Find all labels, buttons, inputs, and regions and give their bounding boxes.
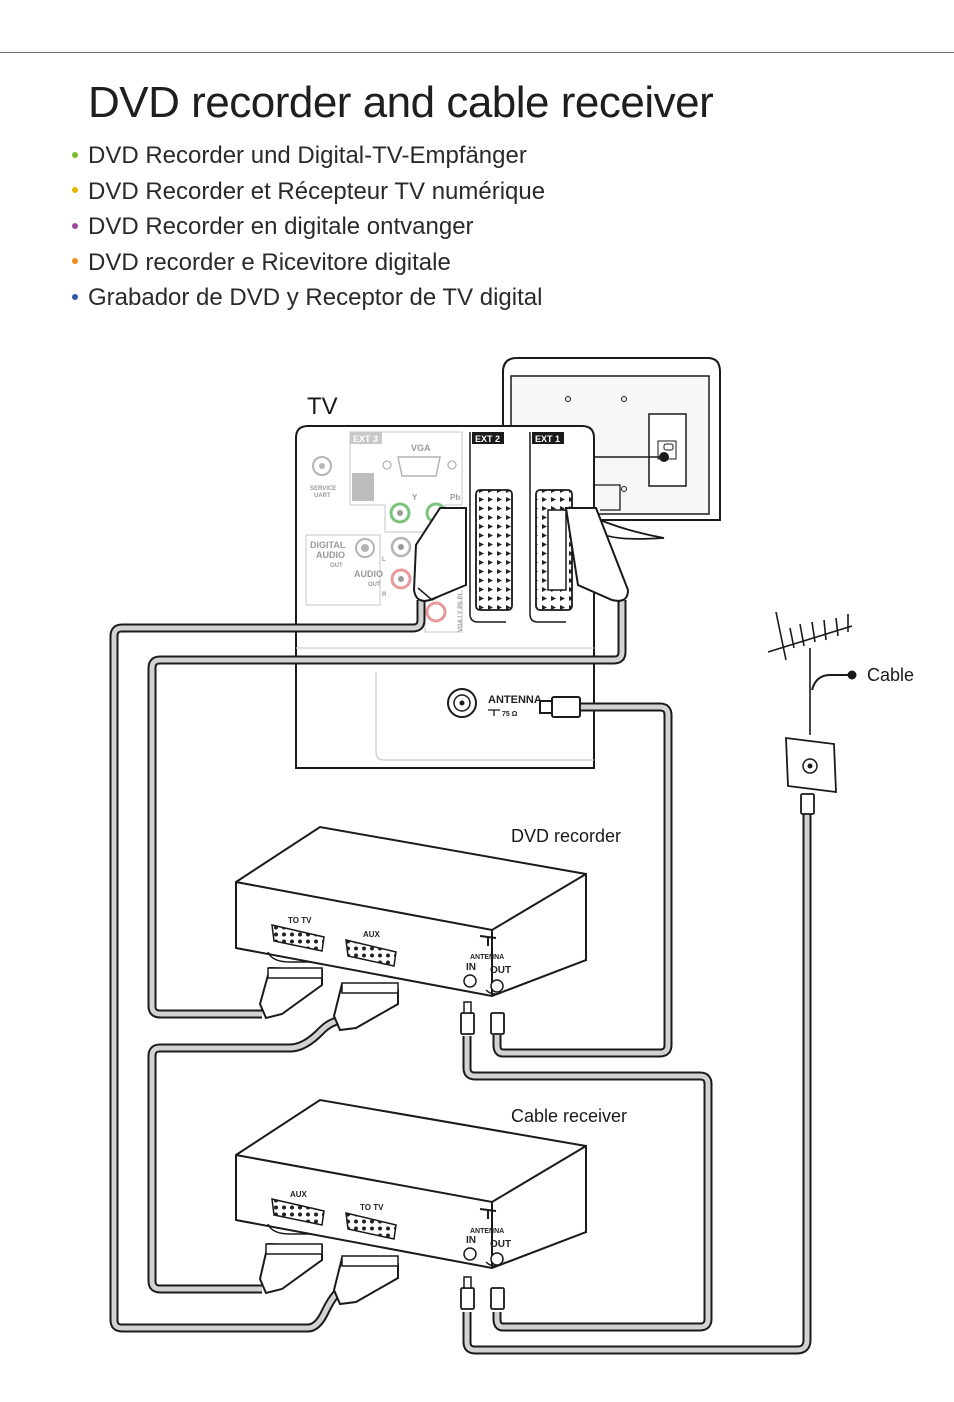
tv-connector-panel: EXT 3 VGA SERVICE UART Y Pb DIGITAL AUDI… <box>295 425 595 769</box>
dvd-recorder: TO TV AUX ANTENNA IN OUT <box>235 825 587 998</box>
cable-pointer-dot <box>847 670 857 680</box>
wall-socket-icon <box>785 736 837 815</box>
dvd-aux-label: AUX <box>363 930 381 939</box>
receiver-antenna-out-port <box>490 1252 504 1266</box>
dvd-aux-scart <box>345 939 397 967</box>
bullet-de: DVD Recorder und Digital-TV-Empfänger <box>72 138 545 174</box>
bullet-dot <box>72 258 78 265</box>
language-list: DVD Recorder und Digital-TV-Empfänger DV… <box>72 138 545 316</box>
service-label: SERVICE <box>310 486 336 492</box>
ext2-tag <box>472 432 504 444</box>
bullet-fr: DVD Recorder et Récepteur TV numérique <box>72 174 545 210</box>
vga-label: VGA <box>411 443 431 453</box>
bullet-it: DVD recorder e Ricevitore digitale <box>72 245 545 281</box>
receiver-antenna-in-port <box>463 1247 477 1261</box>
dvd-antenna-label: ANTENNA <box>470 954 504 961</box>
uart-label: UART <box>314 493 331 499</box>
audio-badge-icon <box>352 473 374 501</box>
receiver-antenna-icon <box>479 1208 497 1219</box>
antenna-mast-icon <box>767 611 853 735</box>
cable-receiver: AUX TO TV ANTENNA IN OUT <box>235 1098 587 1270</box>
dvd-totv-scart <box>271 924 325 952</box>
digital-audio-label: AUDIO <box>316 550 345 560</box>
page-title: DVD recorder and cable receiver <box>88 78 714 127</box>
cable-receiver-label: Cable receiver <box>511 1106 627 1126</box>
y-label: Y <box>412 493 418 502</box>
cables <box>109 600 812 1355</box>
ext1-tag <box>532 432 564 444</box>
ext2-label: EXT 2 <box>475 434 500 444</box>
receiver-aux-scart <box>271 1198 325 1226</box>
receiver-totv-scart <box>345 1212 397 1240</box>
digital-out-label: OUT <box>330 563 343 569</box>
bullet-text: DVD Recorder en digitale ontvanger <box>88 213 474 240</box>
bullet-dot <box>72 222 78 229</box>
bullet-dot <box>72 293 78 300</box>
audio-out-label: AUDIO <box>354 569 383 579</box>
bullet-text: DVD Recorder et Récepteur TV numérique <box>88 177 546 205</box>
r-label: R <box>382 592 387 598</box>
receiver-plugs <box>258 1242 505 1310</box>
dvd-recorder-label: DVD recorder <box>511 826 621 846</box>
ext1-scart-plug <box>564 507 630 602</box>
digital-label: DIGITAL <box>310 540 346 550</box>
dvd-out-label: OUT <box>490 965 511 976</box>
receiver-in-label: IN <box>466 1235 476 1246</box>
dvd-antenna-icon <box>479 935 497 946</box>
ext2-scart-plug <box>412 507 467 602</box>
bullet-es: Grabador de DVD y Receptor de TV digital <box>72 280 545 316</box>
ext1-label: EXT 1 <box>535 434 560 444</box>
dvd-totv-label: TO TV <box>288 916 312 925</box>
receiver-out-label: OUT <box>490 1239 511 1250</box>
audio-out-sub-label: OUT <box>368 582 381 588</box>
dvd-antenna-in-port <box>463 974 477 988</box>
bullet-dot <box>72 187 78 194</box>
pb-label: Pb <box>450 493 460 502</box>
bullet-text: DVD Recorder und Digital-TV-Empfänger <box>88 142 527 169</box>
dvd-antenna-out-port <box>490 979 504 993</box>
receiver-totv-label: TO TV <box>360 1203 384 1212</box>
pr-port <box>425 601 447 623</box>
dvd-in-label: IN <box>466 962 476 973</box>
bullet-text: Grabador de DVD y Receptor de TV digital <box>88 284 543 311</box>
bullet-text: DVD recorder e Ricevitore digitale <box>88 248 451 276</box>
ext2-scart-socket <box>475 489 513 611</box>
receiver-antenna-label: ANTENNA <box>470 1228 504 1235</box>
bullet-nl: DVD Recorder en digitale ontvanger <box>72 209 545 245</box>
vga-port <box>397 456 441 477</box>
vga-side-label: VGA / Y Pb Pr <box>458 592 464 632</box>
dvd-plugs <box>258 966 505 1035</box>
tv-label: TV <box>307 393 338 420</box>
l-label: L <box>382 557 386 563</box>
ext3-label: EXT 3 <box>353 434 378 444</box>
tv-antenna-plug <box>539 696 581 718</box>
receiver-aux-label: AUX <box>290 1190 308 1199</box>
top-rule <box>0 52 954 53</box>
cable-label: Cable <box>867 665 914 685</box>
tv-ohm-label: 75 Ω <box>502 711 518 718</box>
tv-antenna-label: ANTENNA <box>488 694 542 706</box>
tv-scart-plugs <box>412 507 630 602</box>
ext3-tag <box>350 432 382 444</box>
bullet-dot <box>72 151 78 158</box>
